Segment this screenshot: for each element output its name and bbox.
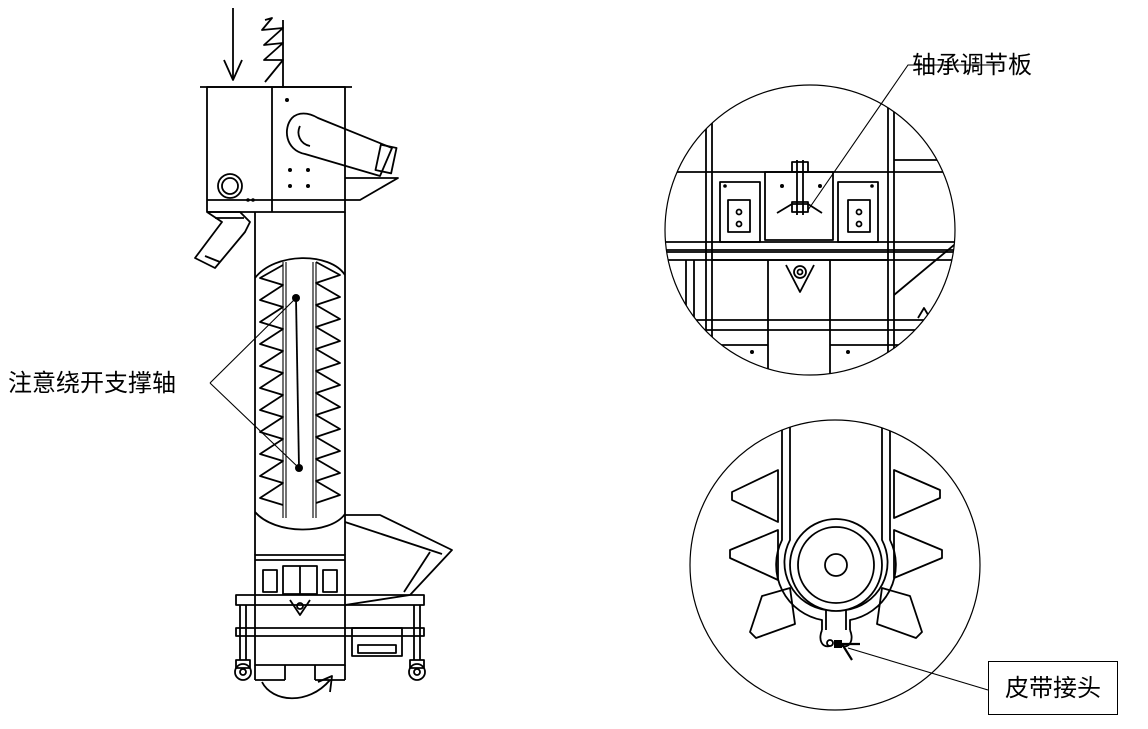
belt-joint-leader bbox=[847, 647, 989, 691]
boot-section bbox=[254, 554, 346, 666]
label-bearing-adjusting-plate: 轴承调节板 bbox=[912, 51, 1032, 79]
caster-wheels bbox=[234, 659, 426, 681]
elevator-trunk bbox=[254, 212, 346, 555]
head-housing bbox=[200, 86, 352, 213]
bearing-plate-leader bbox=[807, 64, 1000, 211]
elevator-main-view bbox=[194, 8, 453, 700]
bearing-detail-view bbox=[664, 64, 1000, 376]
detail-circle-top bbox=[664, 84, 956, 376]
discharge-spout bbox=[285, 112, 399, 201]
boot-hopper bbox=[344, 514, 453, 606]
detail-circle-bottom bbox=[689, 419, 981, 711]
support-shaft bbox=[295, 297, 300, 469]
avoid-shaft-leader-bottom bbox=[209, 382, 300, 469]
belt-joint-detail-view bbox=[689, 419, 989, 711]
feed-arrow bbox=[223, 8, 243, 81]
avoid-shaft-leader-top bbox=[209, 297, 297, 384]
side-outlet bbox=[194, 211, 251, 269]
base-frame bbox=[235, 594, 425, 681]
top-feed-guide bbox=[261, 17, 284, 83]
rotation-arrow bbox=[261, 675, 333, 700]
label-belt-joint: 皮带接头 bbox=[988, 661, 1118, 715]
label-avoid-support-shaft: 注意绕开支撑轴 bbox=[8, 369, 176, 397]
